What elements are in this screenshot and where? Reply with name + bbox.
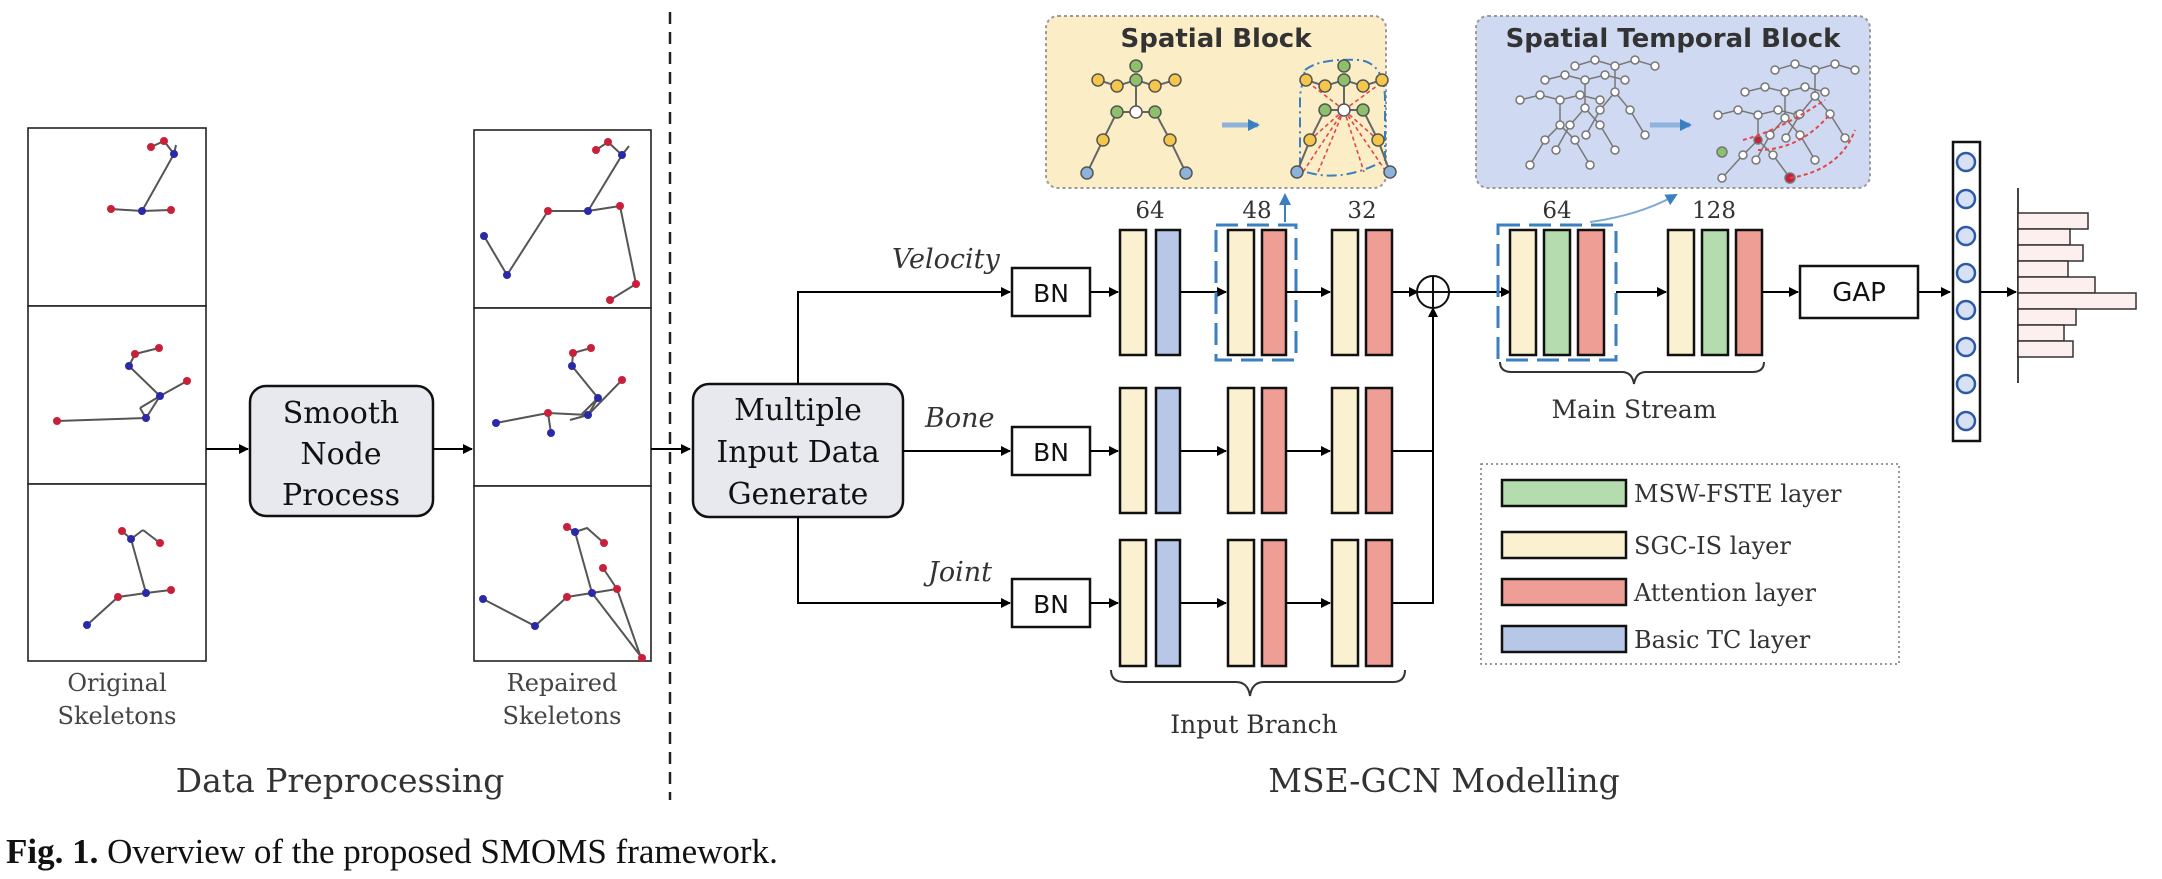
channel-64-b: 64	[1542, 198, 1571, 224]
spatial-temporal-callout	[1589, 194, 1678, 223]
repaired-label-2: Skeletons	[503, 702, 622, 730]
main-stream-label: Main Stream	[1551, 395, 1716, 424]
spatial-temporal-block-panel: Spatial Temporal Block	[1475, 15, 1871, 189]
bn-box-velocity: BN	[1010, 266, 1092, 318]
spatial-temporal-block-title: Spatial Temporal Block	[1506, 24, 1842, 54]
generator-line-1: Multiple	[734, 393, 862, 428]
spatial-block-panel: Spatial Block	[1045, 15, 1397, 189]
legend-item-attention: Attention layer	[1500, 577, 1816, 607]
legend-item-sgc: SGC-IS layer	[1500, 530, 1791, 560]
legend: MSW-FSTE layer SGC-IS layer Attention la…	[1480, 463, 1900, 665]
smooth-line-3: Process	[282, 478, 400, 513]
sum-node	[1416, 275, 1450, 309]
data-preprocessing-title: Data Preprocessing	[176, 761, 505, 800]
channel-48: 48	[1242, 198, 1271, 224]
input-data-generator-box: Multiple Input Data Generate	[691, 382, 905, 519]
velocity-label: Velocity	[892, 244, 1000, 275]
repaired-label-1: Repaired	[507, 669, 618, 697]
legend-item-msw: MSW-FSTE layer	[1500, 478, 1842, 508]
spatial-block-title: Spatial Block	[1120, 24, 1312, 54]
joint-layers	[1118, 538, 1394, 668]
channel-32: 32	[1347, 198, 1376, 224]
bn-box-joint: BN	[1010, 577, 1092, 629]
bone-label: Bone	[924, 403, 994, 434]
generator-line-2: Input Data	[716, 435, 879, 470]
output-histogram	[2017, 188, 2137, 383]
branch-connectors	[797, 287, 1011, 608]
branch-inner-arrows	[1090, 287, 1438, 608]
input-branch-label: Input Branch	[1170, 710, 1338, 739]
input-branch-brace	[1110, 669, 1406, 697]
gap-box: GAP	[1798, 264, 1920, 320]
original-skeletons-panel	[27, 127, 207, 662]
legend-label-basic-tc: Basic TC layer	[1634, 626, 1811, 654]
modelling-title: MSE-GCN Modelling	[1268, 761, 1620, 800]
joint-label: Joint	[923, 557, 992, 588]
feature-vector	[1951, 140, 1982, 443]
legend-label-attention: Attention layer	[1633, 579, 1816, 607]
bn-label: BN	[1033, 590, 1069, 619]
legend-label-sgc: SGC-IS layer	[1634, 532, 1791, 560]
caption-bold: Fig. 1.	[6, 832, 98, 871]
main-stream-layers	[1508, 228, 1764, 357]
velocity-layers	[1118, 228, 1394, 357]
smooth-line-2: Node	[300, 437, 381, 472]
bn-label: BN	[1033, 279, 1069, 308]
spatial-temporal-highlight-box	[1496, 223, 1618, 362]
bn-label: BN	[1033, 438, 1069, 467]
repaired-skeletons-panel	[473, 129, 652, 662]
legend-label-msw: MSW-FSTE layer	[1634, 480, 1842, 508]
original-label-1: Original	[67, 669, 166, 697]
original-label-2: Skeletons	[58, 702, 177, 730]
channel-128: 128	[1692, 198, 1736, 224]
generator-line-3: Generate	[728, 477, 869, 512]
bn-box-bone: BN	[1010, 425, 1092, 477]
bone-layers	[1118, 386, 1394, 515]
caption-text: Overview of the proposed SMOMS framework…	[98, 832, 777, 871]
channel-64-a: 64	[1135, 198, 1164, 224]
smooth-line-1: Smooth	[283, 396, 400, 431]
figure-caption: Fig. 1. Overview of the proposed SMOMS f…	[6, 832, 778, 871]
main-stream-brace	[1499, 361, 1765, 385]
spatial-highlight-box	[1214, 223, 1298, 362]
gap-label: GAP	[1832, 278, 1886, 308]
smooth-node-process-box: Smooth Node Process	[248, 384, 435, 518]
legend-item-basic-tc: Basic TC layer	[1500, 624, 1811, 654]
